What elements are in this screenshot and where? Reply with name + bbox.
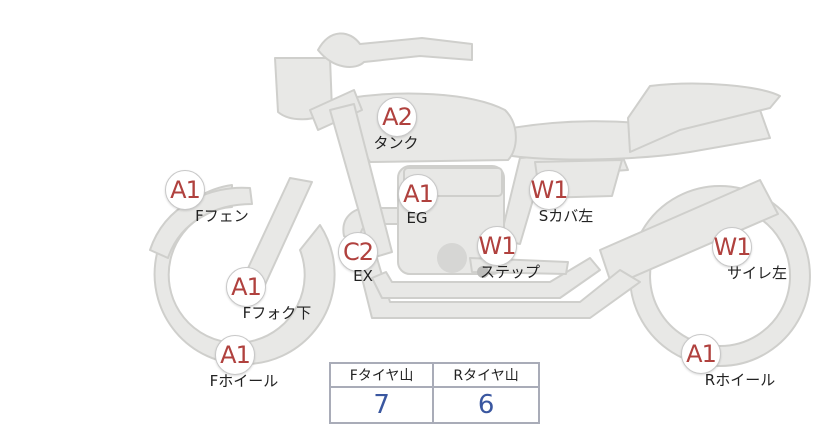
eg-label: EG — [406, 209, 428, 227]
tank-grade-badge[interactable]: A2 — [377, 97, 417, 137]
down-frame-shape — [371, 257, 601, 299]
front-wheel-shape — [153, 184, 336, 366]
front-fender-label: Fフェン — [195, 207, 249, 225]
rear-wheel-label: Rホイール — [704, 371, 776, 389]
step-grade-badge[interactable]: W1 — [477, 226, 517, 266]
engine-bolt — [437, 243, 467, 273]
eg-grade-badge[interactable]: A1 — [398, 174, 438, 214]
tail-shape — [627, 82, 781, 153]
front-wheel-label: Fホイール — [209, 372, 279, 390]
front-fork-grade-badge[interactable]: A1 — [226, 267, 266, 307]
rear-tire-value: 6 — [432, 386, 540, 424]
swingarm-shape — [599, 179, 779, 287]
step-bolt — [477, 266, 489, 278]
rear-tire-header: Rタイヤ山 — [432, 362, 540, 388]
front-fork-label: Fフォク下 — [242, 304, 312, 322]
front-fender-shape — [149, 186, 253, 259]
tire-tread-table: Fタイヤ山 Rタイヤ山 7 6 — [328, 362, 540, 424]
exhaust-label: EX — [353, 267, 373, 285]
main-frame-shape — [329, 103, 393, 259]
muffler-grade-badge[interactable]: W1 — [712, 227, 752, 267]
muffler-label: サイレ左 — [726, 264, 787, 282]
handlebar-shape — [317, 32, 473, 68]
front-fender-grade-badge[interactable]: A1 — [165, 170, 205, 210]
tank-label: タンク — [373, 134, 419, 152]
step-label: ステップ — [479, 263, 540, 281]
rear-frame-shape — [499, 149, 629, 245]
rear-wheel-grade-badge[interactable]: A1 — [681, 334, 721, 374]
front-wheel-grade-badge[interactable]: A1 — [215, 335, 255, 375]
side-cover-label: Sカバ左 — [538, 207, 594, 225]
side-cover-grade-badge[interactable]: W1 — [529, 170, 569, 210]
front-tire-header: Fタイヤ山 — [328, 362, 435, 388]
front-tire-value: 7 — [328, 386, 435, 424]
exhaust-grade-badge[interactable]: C2 — [338, 232, 378, 272]
